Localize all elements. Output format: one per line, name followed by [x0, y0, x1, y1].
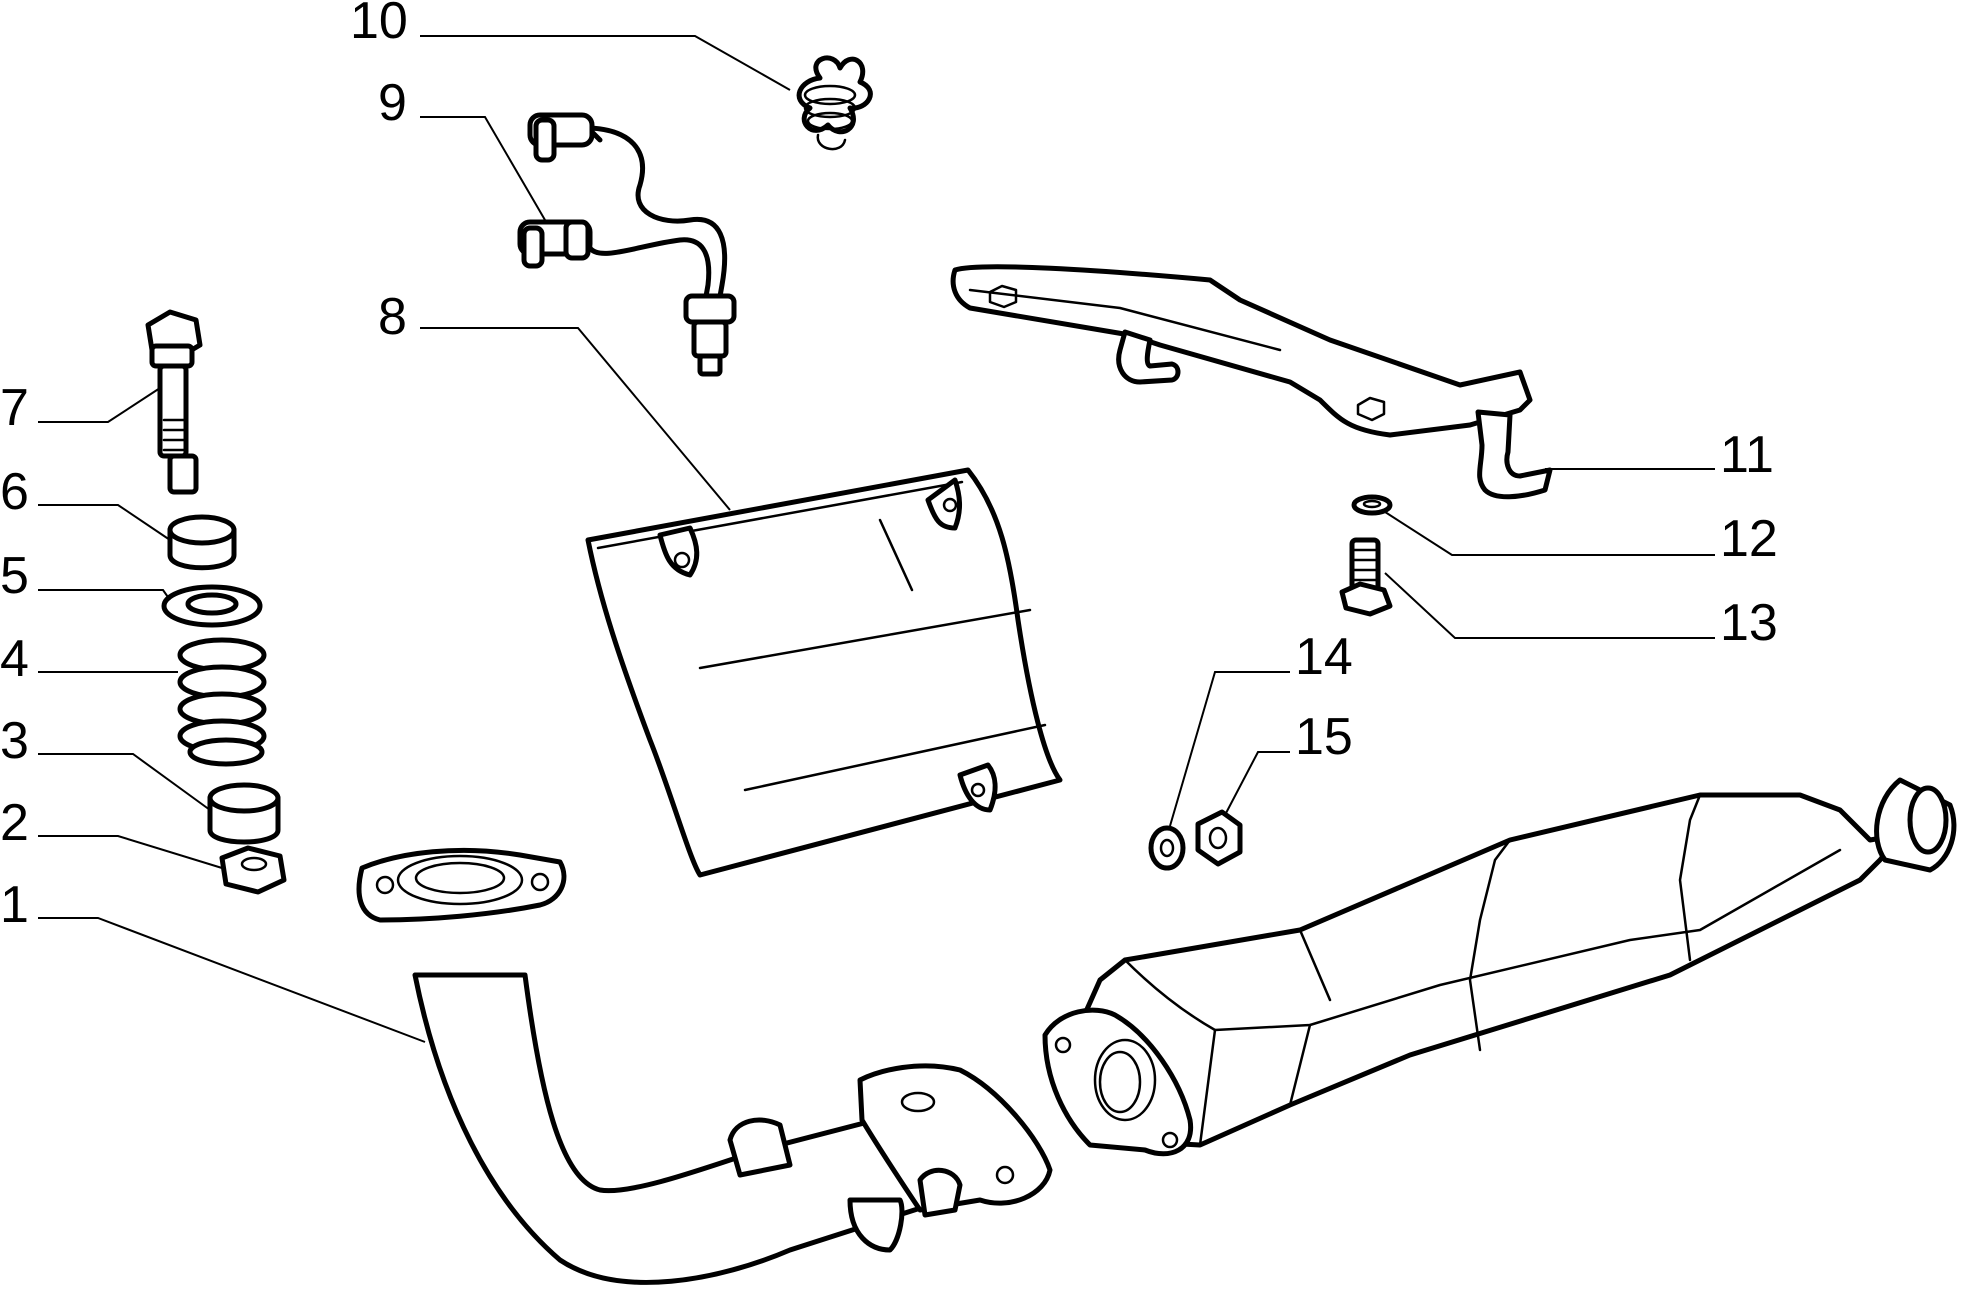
callout-14: 14 — [1295, 628, 1353, 686]
callout-9: 9 — [378, 74, 407, 132]
callout-5: 5 — [0, 547, 29, 605]
leader-13 — [1384, 572, 1715, 639]
callout-11: 11 — [1720, 426, 1774, 484]
callout-10: 10 — [350, 0, 408, 50]
callout-3: 3 — [0, 712, 29, 770]
callout-6: 6 — [0, 463, 29, 521]
callout-4: 4 — [0, 630, 29, 688]
leader-5 — [38, 589, 171, 601]
callout-13: 13 — [1720, 594, 1778, 652]
part-4-spring — [177, 637, 267, 767]
leader-6 — [38, 504, 171, 541]
part-11-bracket — [950, 264, 1553, 500]
callout-2: 2 — [0, 794, 29, 852]
leader-12 — [1381, 509, 1715, 556]
part-12-washer — [1351, 494, 1393, 516]
callout-8: 8 — [378, 288, 407, 346]
part-7-bolt — [145, 309, 203, 495]
part-5-washer — [161, 584, 263, 628]
callout-12: 12 — [1720, 510, 1778, 568]
leader-14 — [1169, 671, 1290, 827]
part-14-washer — [1148, 825, 1186, 871]
part-10-spring-clip — [796, 55, 873, 151]
part-8-heat-shield — [585, 467, 1063, 878]
callout-15: 15 — [1295, 708, 1353, 766]
callout-7: 7 — [0, 379, 29, 437]
part-2-nut — [219, 845, 287, 895]
leader-1 — [38, 917, 426, 1043]
part-13-bolt — [1339, 537, 1393, 617]
leader-lines — [38, 35, 1715, 1043]
callout-1: 1 — [0, 876, 29, 934]
catalytic-converter — [1042, 777, 1957, 1157]
part-9-sensor-pipe — [517, 112, 737, 377]
callout-labels: 10 9 8 7 6 5 4 3 2 1 11 12 13 14 15 — [0, 0, 1778, 934]
leader-2 — [38, 835, 223, 869]
part-3-bushing — [207, 782, 281, 845]
leader-7 — [38, 387, 161, 423]
leader-8 — [420, 327, 731, 511]
part-1-front-pipe — [356, 847, 1053, 1285]
part-15-nut — [1195, 809, 1243, 867]
part-6-bushing — [167, 514, 237, 571]
leader-3 — [38, 753, 211, 811]
leader-9 — [420, 116, 546, 221]
leader-10 — [420, 35, 791, 91]
leader-15 — [1224, 751, 1290, 816]
